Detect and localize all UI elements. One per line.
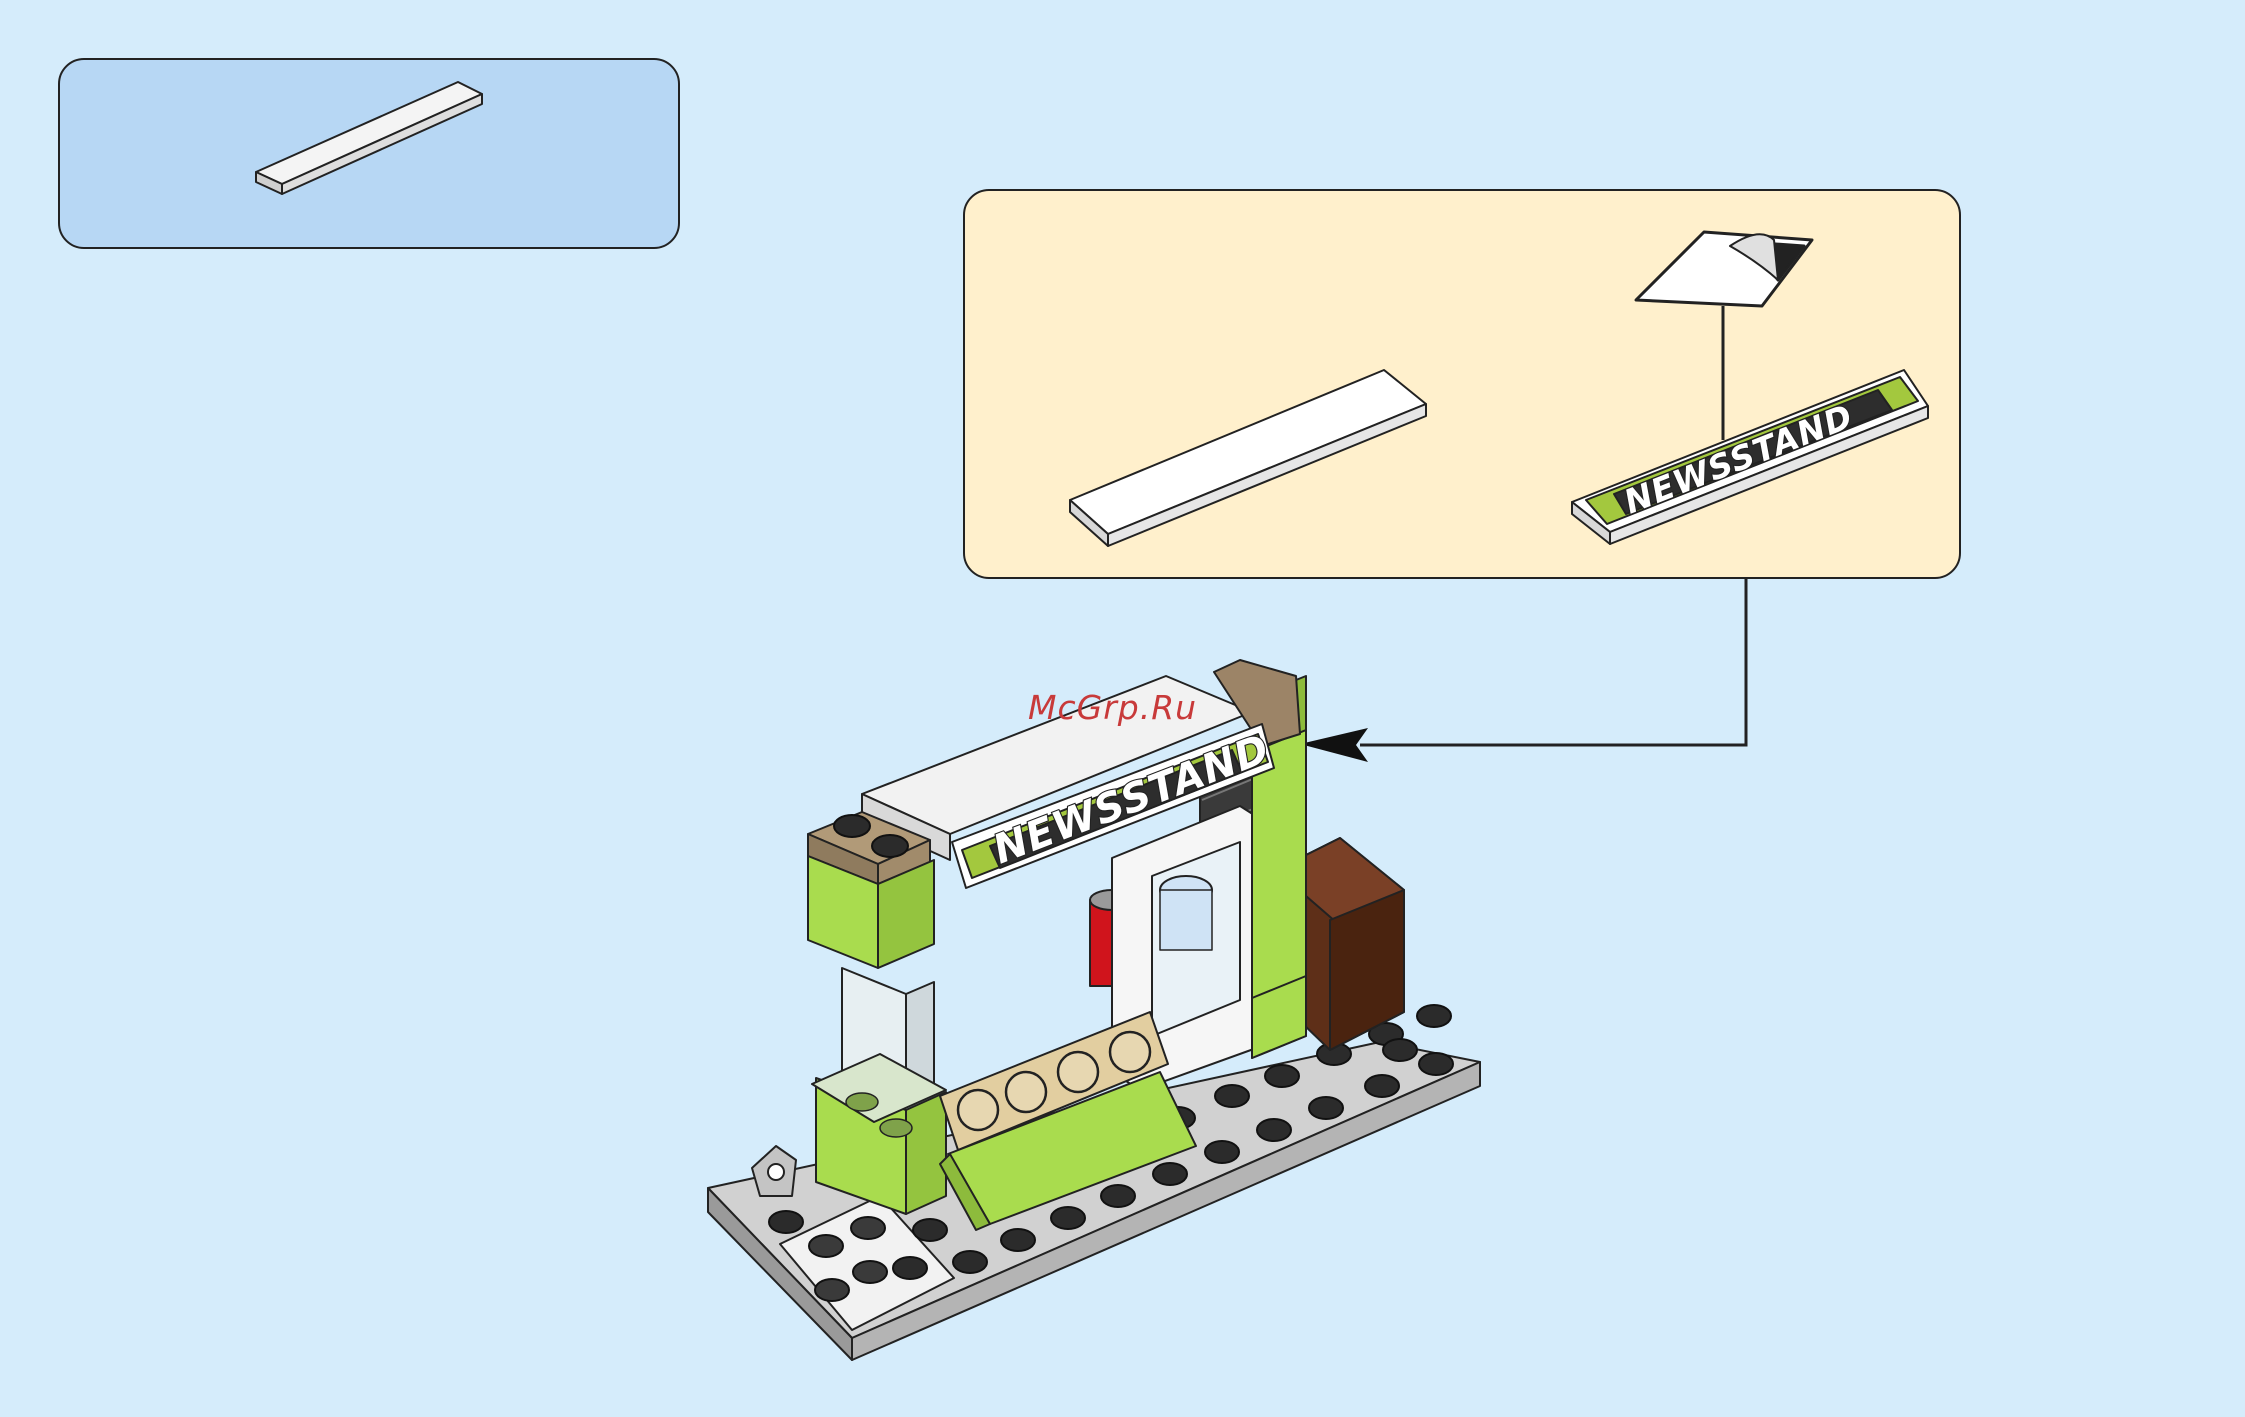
part-white-tile: [256, 82, 482, 194]
watermark: McGrp.Ru: [1028, 688, 1197, 727]
newsstand-model: [708, 660, 1480, 1360]
callout-connector: [1360, 579, 1746, 745]
sticker-icon: [1636, 232, 1812, 306]
subassembly-plain-tile: [1070, 370, 1426, 546]
arrow-icon: [1300, 728, 1368, 762]
